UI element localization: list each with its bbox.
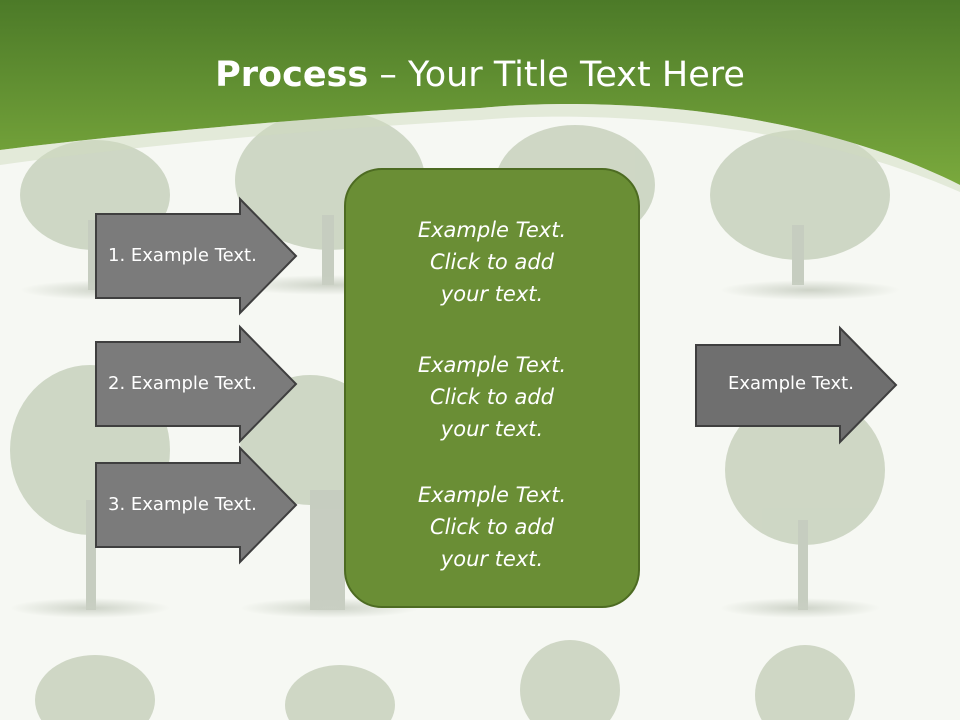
header-band xyxy=(0,0,960,185)
arrow-shape-3 xyxy=(95,445,298,565)
block-line: your text. xyxy=(440,547,544,571)
process-box[interactable]: Example Text. Click to add your text. Ex… xyxy=(344,168,640,608)
block-line: Click to add xyxy=(429,250,554,274)
input-arrow-2-label[interactable]: 2. Example Text. xyxy=(108,373,257,394)
process-text-block-1[interactable]: Example Text. Click to add your text. xyxy=(346,214,638,310)
slide-title[interactable]: Process – Your Title Text Here xyxy=(0,52,960,98)
block-line: Example Text. xyxy=(417,483,567,507)
arrow-shape-1 xyxy=(95,196,298,316)
header-highlight xyxy=(0,103,960,192)
arrow-shape-2 xyxy=(95,324,298,444)
block-line: your text. xyxy=(440,417,544,441)
title-bold: Process xyxy=(215,55,369,95)
input-arrow-3-label[interactable]: 3. Example Text. xyxy=(108,494,257,515)
output-arrow-label[interactable]: Example Text. xyxy=(728,373,854,394)
input-arrows xyxy=(95,196,298,565)
block-line: Example Text. xyxy=(417,353,567,377)
block-line: Click to add xyxy=(429,515,554,539)
process-text-block-3[interactable]: Example Text. Click to add your text. xyxy=(346,479,638,575)
process-text-block-2[interactable]: Example Text. Click to add your text. xyxy=(346,349,638,445)
block-line: Click to add xyxy=(429,385,554,409)
title-rest: – Your Title Text Here xyxy=(379,55,745,95)
input-arrow-1-label[interactable]: 1. Example Text. xyxy=(108,245,257,266)
block-line: your text. xyxy=(440,282,544,306)
output-arrow-shape xyxy=(695,325,898,445)
block-line: Example Text. xyxy=(417,218,567,242)
